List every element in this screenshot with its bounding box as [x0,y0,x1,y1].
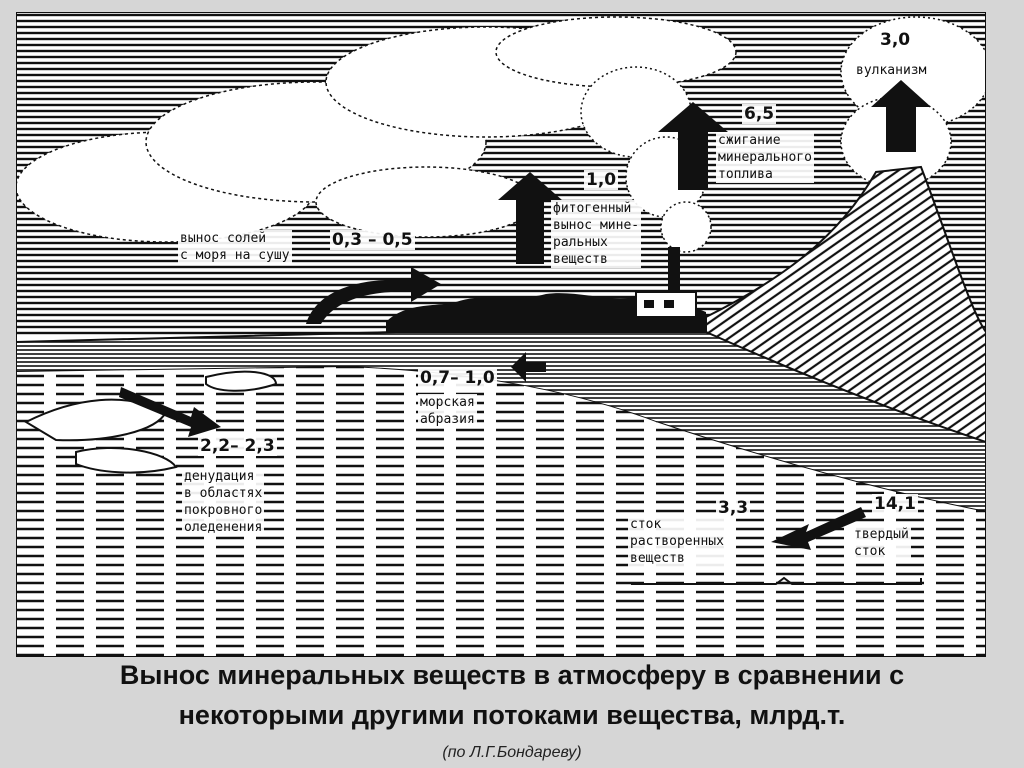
volcanism-value: 3,0 [878,30,913,50]
salts-label: вынос солей с моря на сушу [178,230,292,264]
solid-runoff-label: твердый сток [852,526,911,560]
caption-line-2: некоторыми другими потоками вещества, мл… [178,700,846,730]
solid-runoff-line-1: твердый [852,526,911,543]
dissolved-runoff-line-3: веществ [628,550,726,567]
clouds [16,16,737,243]
abrasion-line-2: абразия [418,411,477,428]
solid-runoff-line-2: сток [852,543,911,560]
fuel-burning-line-3: топлива [716,166,814,183]
salts-value: 0,3 – 0,5 [330,230,415,250]
phytogenic-line-4: веществ [551,251,642,268]
denudation-label: денудация в областях покровного оледенен… [182,468,265,536]
fuel-arrow [658,102,728,190]
abrasion-value: 0,7– 1,0 [418,368,497,388]
arrows [119,80,931,550]
salts-line-2: с моря на сушу [178,247,292,264]
dissolved-runoff-label: сток растворенных веществ [628,516,726,567]
denudation-line-4: оледенения [182,519,265,536]
denudation-line-1: денудация [182,468,265,485]
diagram-figure: 3,0 вулканизм 6,5 сжигание минерального … [16,12,986,657]
phytogenic-line-2: вынос мине- [551,217,642,234]
fuel-burning-line-2: минерального [716,149,814,166]
horizon [16,280,336,308]
abrasion-label: морская абразия [418,394,477,428]
salts-arrow [306,267,441,324]
denudation-value: 2,2– 2,3 [198,436,277,456]
phytogenic-arrow [498,172,562,264]
factory [635,247,697,318]
denudation-arrow [119,387,221,437]
caption-source: (по Л.Г.Бондареву) [442,744,582,761]
abrasion-arrow [511,352,546,382]
fuel-burning-label: сжигание минерального топлива [716,132,814,183]
caption: Вынос минеральных веществ в атмосферу в … [0,655,1024,735]
salts-line-1: вынос солей [178,230,292,247]
phytogenic-line-3: ральных [551,234,642,251]
denudation-line-3: покровного [182,502,265,519]
shore-bushes [386,293,706,332]
caption-line-1: Вынос минеральных веществ в атмосферу в … [119,660,905,690]
landscape-illustration [16,12,986,657]
glacier-ice [23,370,278,474]
solid-runoff-arrow [771,507,866,550]
dissolved-runoff-value: 3,3 [716,498,751,518]
runoff-bracket [631,576,922,585]
solid-runoff-value: 14,1 [872,494,918,514]
phytogenic-line-1: фитогенный [551,200,642,217]
dissolved-runoff-line-2: растворенных [628,533,726,550]
volcanism-label: вулканизм [854,62,929,79]
phytogenic-label: фитогенный вынос мине- ральных веществ [551,200,642,268]
phytogenic-value: 1,0 [584,170,619,190]
fuel-burning-value: 6,5 [742,104,777,124]
abrasion-line-1: морская [418,394,477,411]
dissolved-runoff-line-1: сток [628,516,726,533]
fuel-burning-line-1: сжигание [716,132,814,149]
denudation-line-2: в областях [182,485,265,502]
volcanism-arrow [871,80,931,152]
